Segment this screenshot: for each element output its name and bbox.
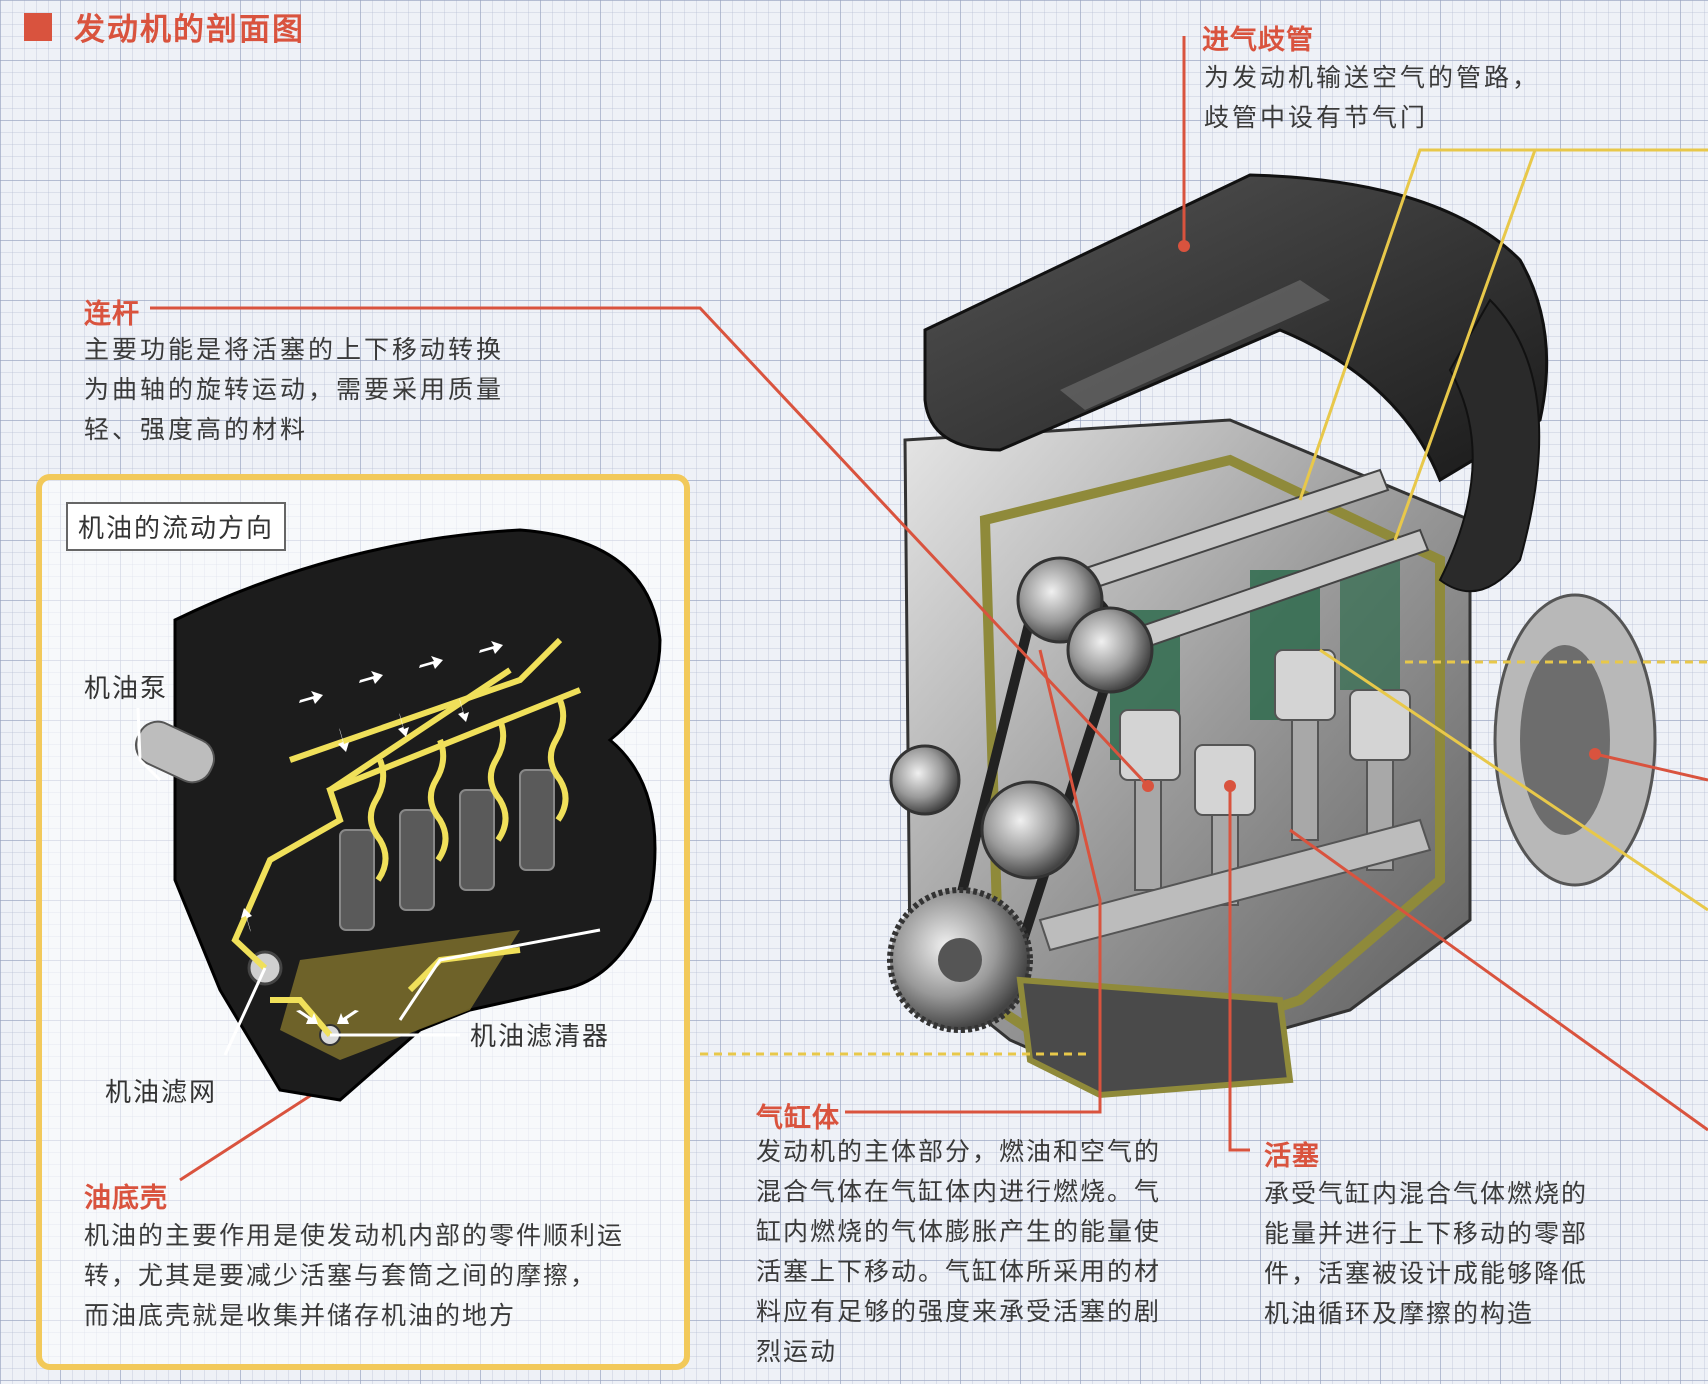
pistons <box>1119 649 1411 816</box>
connecting-rod-label: 连杆 <box>84 299 140 330</box>
inset-title: 机油的流动方向 <box>66 502 287 551</box>
idler-gear <box>980 780 1080 880</box>
connecting-rod-desc: 主要功能是将活塞的上下移动转换 为曲轴的旋转运动，需要采用质量 轻、强度高的材料 <box>84 335 505 444</box>
oil-filter-label: 机油滤清器 <box>470 1022 611 1052</box>
inset-oil-sump <box>280 930 520 1060</box>
flywheel-hub <box>1520 645 1610 835</box>
head-gasket <box>979 454 1445 1076</box>
leader-lines <box>150 36 1708 1182</box>
piston-label: 活塞 <box>1264 1141 1320 1172</box>
oil-flow-arrows <box>241 641 503 1024</box>
oil-pan-label: 油底壳 <box>84 1183 168 1214</box>
oil-pan-desc: 机油的主要作用是使发动机内部的零件顺利运 转，尤其是要减少活塞与套筒之间的摩擦，… <box>84 1221 625 1330</box>
main-engine <box>887 173 1657 1099</box>
page-title: 发动机的剖面图 <box>74 12 305 48</box>
inset-engine <box>135 528 662 1102</box>
piston-desc: 承受气缸内混合气体燃烧的 能量并进行上下移动的零部 件，活塞被设计成能够降低 机… <box>1264 1179 1589 1328</box>
tensioner-pulley <box>889 744 961 816</box>
oil-strainer-label: 机油滤网 <box>105 1078 218 1108</box>
cylinder-block-desc: 发动机的主体部分，燃油和空气的 混合气体在气缸体内进行燃烧。气 缸内燃烧的气体膨… <box>756 1137 1162 1366</box>
page-heading: 发动机的剖面图 <box>24 4 305 49</box>
cam-pulley <box>1066 606 1154 694</box>
intake-manifold-label: 进气歧管 <box>1202 25 1314 56</box>
oil-pan <box>1016 976 1294 1099</box>
cylinder-block-label: 气缸体 <box>756 1103 840 1134</box>
intake-manifold-desc: 为发动机输送空气的管路， 歧管中设有节气门 <box>1204 63 1541 132</box>
oil-flow-path <box>231 637 582 1037</box>
oil-pump-label: 机油泵 <box>84 674 169 704</box>
heading-square-icon <box>24 12 52 41</box>
crank-pulley-hub <box>938 938 982 982</box>
crankshaft <box>1038 719 1432 952</box>
